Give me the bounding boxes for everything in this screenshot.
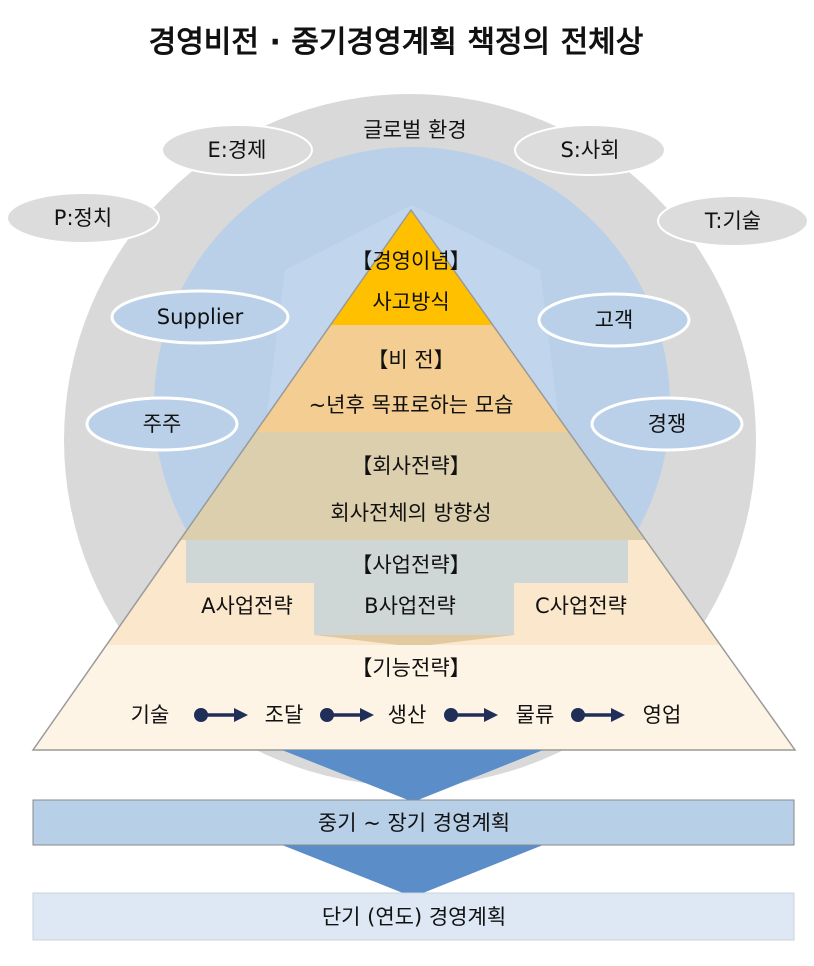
layer-business-center xyxy=(186,540,628,583)
layer-functional xyxy=(33,645,795,750)
pest-technology-label: T:기술 xyxy=(704,209,761,233)
chain-arrow-icon xyxy=(194,708,248,722)
stakeholder-competition: 경쟁 xyxy=(590,396,744,452)
layer-business-unit-b xyxy=(314,583,514,635)
stakeholder-supplier-label: Supplier xyxy=(157,305,244,329)
mid-long-term-plan: 중기 ~ 장기 경영계획 xyxy=(32,799,795,846)
pest-society: S:사회 xyxy=(514,124,666,176)
funnel-arrow-lower xyxy=(282,845,543,895)
chain-arrow-icon xyxy=(571,708,625,722)
business-downward-notch xyxy=(314,635,514,645)
funnel-arrow-upper xyxy=(282,750,543,800)
vision-heading: 【비 전】 xyxy=(367,348,454,372)
business-heading: 【사업전략】 xyxy=(351,553,470,577)
value-chain: 기술 조달 생산 물류 영업 xyxy=(131,703,682,727)
stakeholder-competition-label: 경쟁 xyxy=(648,412,687,436)
pest-economy: E:경제 xyxy=(161,124,313,176)
chain-step: 영업 xyxy=(643,703,682,727)
business-unit-c: C사업전략 xyxy=(535,594,627,618)
chain-arrow-icon xyxy=(320,708,374,722)
pest-politics: P:정치 xyxy=(6,192,160,244)
stakeholder-customer-label: 고객 xyxy=(595,308,634,332)
philosophy-body: 사고방식 xyxy=(372,290,449,314)
chain-step: 기술 xyxy=(131,703,170,727)
stakeholder-shareholder: 주주 xyxy=(85,396,239,452)
pest-politics-label: P:정치 xyxy=(54,206,112,230)
stakeholder-shareholder-label: 주주 xyxy=(143,412,182,436)
short-term-plan: 단기 (연도) 경영계획 xyxy=(32,892,795,941)
global-environment-label: 글로벌 환경 xyxy=(363,118,466,142)
diagram-title: 경영비전 · 중기경영계획 책정의 전체상 xyxy=(149,25,644,60)
chain-step: 생산 xyxy=(388,703,427,727)
stakeholder-supplier: Supplier xyxy=(110,289,290,345)
pest-technology: T:기술 xyxy=(657,195,809,247)
chain-step: 물류 xyxy=(516,703,555,727)
stakeholder-customer: 고객 xyxy=(537,292,691,348)
philosophy-heading: 【경영이념】 xyxy=(351,249,470,273)
pest-society-label: S:사회 xyxy=(560,138,619,162)
pest-economy-label: E:경제 xyxy=(208,138,267,162)
chain-arrow-icon xyxy=(444,708,498,722)
mid-long-term-plan-label: 중기 ~ 장기 경영계획 xyxy=(318,811,510,835)
corporate-body: 회사전체의 방향성 xyxy=(330,501,491,525)
business-unit-a: A사업전략 xyxy=(201,594,293,618)
business-unit-b: B사업전략 xyxy=(364,594,456,618)
chain-step: 조달 xyxy=(265,703,304,727)
corporate-heading: 【회사전략】 xyxy=(351,454,470,478)
vision-body: ~년후 목표로하는 모습 xyxy=(309,393,514,417)
functional-heading: 【기능전략】 xyxy=(351,656,470,680)
short-term-plan-label: 단기 (연도) 경영계획 xyxy=(322,905,506,929)
